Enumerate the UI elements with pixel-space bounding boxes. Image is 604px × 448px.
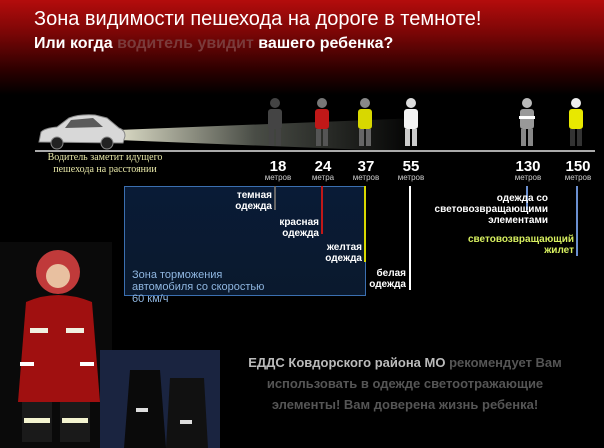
pedestrian-reflective-icon bbox=[519, 98, 535, 146]
pedestrian-vest-icon bbox=[569, 98, 583, 146]
subtitle-dim-part: водитель увидит bbox=[117, 35, 254, 52]
distance-line-55 bbox=[409, 186, 411, 290]
distance-line-130 bbox=[526, 186, 528, 210]
car-icon bbox=[38, 114, 126, 150]
label-white: белая одежда bbox=[369, 268, 406, 290]
distance-line-37 bbox=[364, 186, 366, 262]
distance-line-150 bbox=[576, 186, 578, 256]
pedestrian-dark-icon bbox=[268, 98, 282, 146]
pedestrian-white-icon bbox=[404, 98, 418, 146]
footer-recommendation: ЕДДС Ковдорского района МО рекомендует В… bbox=[248, 355, 562, 412]
braking-zone-label: Зона торможения автомобиля со скоростью … bbox=[132, 269, 265, 305]
pedestrian-red-icon bbox=[315, 98, 329, 146]
label-red: красная одежда bbox=[279, 217, 319, 239]
pedestrian-yellow-icon bbox=[358, 98, 372, 146]
label-vest: световозвращающий жилет bbox=[467, 234, 574, 256]
page-subtitle: Или когда водитель увидит вашего ребенка… bbox=[34, 35, 394, 52]
distance-line-24 bbox=[321, 186, 323, 234]
road-line bbox=[35, 150, 595, 152]
child-reflective-photo bbox=[0, 242, 112, 448]
braking-zone bbox=[124, 186, 366, 296]
page-title: Зона видимости пешехода на дороге в темн… bbox=[34, 8, 482, 30]
distance-line-18 bbox=[274, 186, 276, 210]
label-dark: темная одежда bbox=[235, 190, 272, 212]
driver-note: Водитель заметит идущего пешехода на рас… bbox=[47, 152, 163, 175]
label-yellow: желтая одежда bbox=[325, 242, 362, 264]
children-night-photo bbox=[100, 350, 220, 448]
label-reflective: одежда со световозвращающими элементами bbox=[434, 193, 548, 226]
header-background bbox=[0, 0, 604, 95]
